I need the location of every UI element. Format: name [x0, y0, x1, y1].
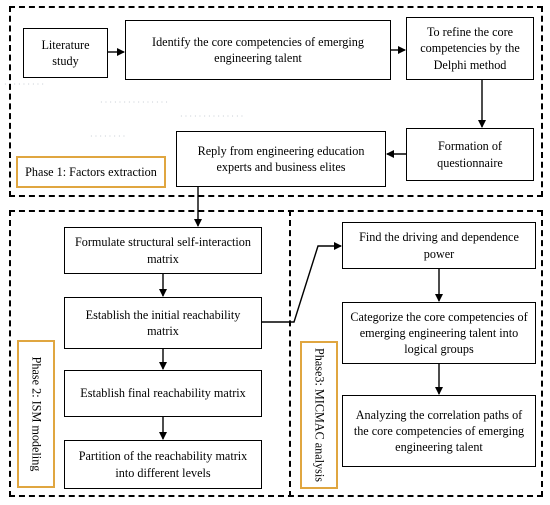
literature-study-box: Literature study: [23, 28, 108, 78]
questionnaire-box: Formation of questionnaire: [406, 128, 534, 181]
phase3-label: Phase3: MICMAC analysis: [300, 341, 338, 489]
ghost-text-1: · · · · · · · · ·: [4, 80, 44, 89]
identify-competencies-box: Identify the core competencies of emergi…: [125, 20, 391, 80]
ghost-text-2: · · · · · · · · · · · · · · ·: [100, 98, 168, 107]
expert-reply-box: Reply from engineering education experts…: [176, 131, 386, 187]
phase1-label: Phase 1: Factors extraction: [16, 156, 166, 188]
phase2-label: Phase 2: ISM modeling: [17, 340, 55, 488]
ghost-text-4: · · · · · · · ·: [90, 132, 126, 141]
partition-box: Partition of the reachability matrix int…: [64, 440, 262, 489]
phase-divider: [289, 210, 291, 497]
phase1-container: [9, 6, 543, 197]
final-reachability-box: Establish final reachability matrix: [64, 370, 262, 417]
phase2-3-container: [9, 210, 543, 497]
driving-power-box: Find the driving and dependence power: [342, 222, 536, 269]
phase3-label-text: Phase3: MICMAC analysis: [312, 347, 327, 483]
ghost-text-3: · · · · · · · · · · · · · ·: [180, 112, 244, 121]
delphi-method-box: To refine the core competencies by the D…: [406, 17, 534, 80]
categorize-box: Categorize the core competencies of emer…: [342, 302, 536, 364]
correlation-paths-box: Analyzing the correlation paths of the c…: [342, 395, 536, 467]
ssim-box: Formulate structural self-interaction ma…: [64, 227, 262, 274]
phase2-label-text: Phase 2: ISM modeling: [29, 356, 44, 472]
initial-reachability-box: Establish the initial reachability matri…: [64, 297, 262, 349]
